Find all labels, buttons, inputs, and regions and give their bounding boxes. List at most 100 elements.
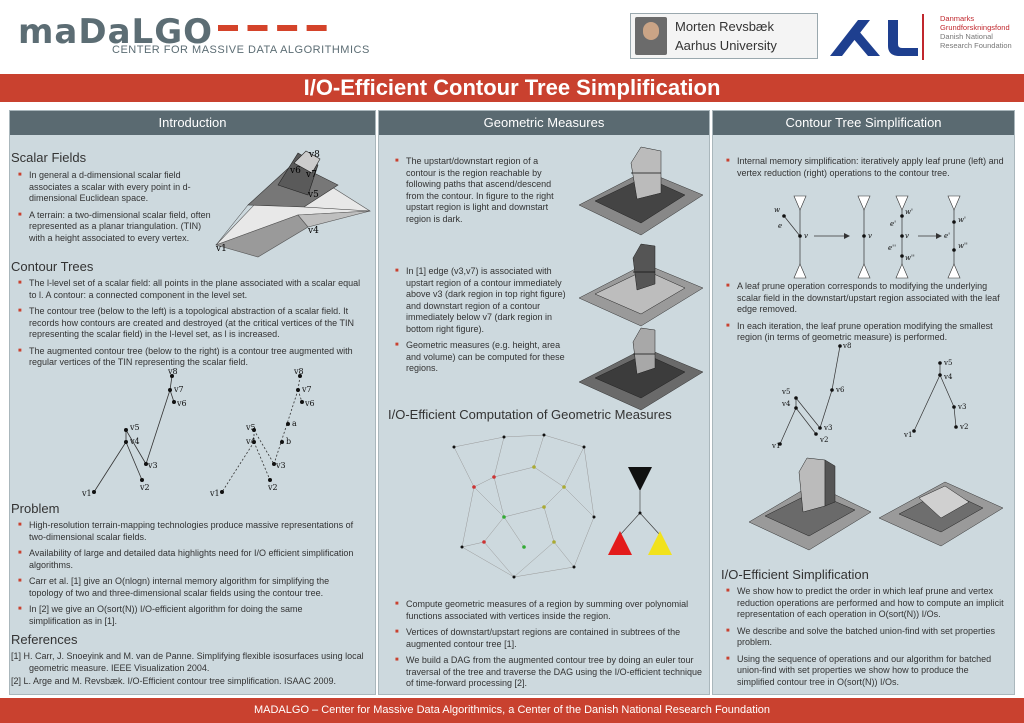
list-item: We build a DAG from the augmented contou… (392, 655, 702, 690)
svg-text:v3: v3 (957, 403, 966, 411)
svg-text:v1: v1 (209, 489, 220, 498)
reference-list: [1] H. Carr, J. Snoeyink and M. van de P… (11, 651, 366, 690)
svg-text:v3: v3 (147, 461, 158, 470)
svg-text:v5: v5 (943, 359, 952, 367)
svg-text:v: v (868, 232, 872, 240)
svg-text:w'': w'' (905, 254, 915, 262)
list-item: Geometric measures (e.g. height, area an… (392, 340, 572, 375)
foundation-logo: Danmarks Grundforskningsfond Danish Nati… (922, 14, 1020, 60)
list-item: A leaf prune operation corresponds to mo… (723, 281, 1008, 316)
svg-text:e': e' (944, 232, 950, 240)
column-header: Contour Tree Simplification (713, 111, 1014, 135)
list-item: The contour tree (below to the left) is … (15, 306, 370, 341)
svg-text:v1: v1 (903, 431, 912, 439)
list-item: A terrain: a two-dimensional scalar fiel… (15, 210, 215, 245)
author-box: Morten Revsbæk Aarhus University (630, 13, 818, 59)
svg-text:v: v (804, 232, 808, 240)
section-heading: I/O-Efficient Computation of Geometric M… (388, 407, 672, 422)
svg-text:e: e (778, 222, 782, 230)
svg-text:v8: v8 (842, 342, 851, 350)
section-heading: I/O-Efficient Simplification (721, 567, 869, 582)
list-item: Internal memory simplification: iterativ… (723, 156, 1008, 179)
poster-header: maDaLGO ▬ ▬ ▬ ▬ CENTER FOR MASSIVE DATA … (0, 0, 1024, 73)
svg-text:v3: v3 (823, 424, 832, 432)
list-item: We describe and solve the batched union-… (723, 626, 1008, 649)
svg-text:v6: v6 (304, 399, 315, 408)
contour-tree-figure: v8 v7 v6 v5 v4 v3 v2 v1 (81, 368, 187, 498)
svg-text:w'': w'' (958, 242, 968, 250)
madalgo-logo: maDaLGO (18, 12, 214, 52)
list-item: The l-level set of a scalar field: all p… (15, 278, 370, 301)
list-item: In [2] we give an O(sort(N)) I/O-efficie… (15, 604, 355, 627)
list-item: High-resolution terrain-mapping technolo… (15, 520, 355, 543)
svg-text:v5: v5 (307, 190, 319, 200)
poster-footer: MADALGO – Center for Massive Data Algori… (0, 698, 1024, 723)
contour-tree-before-figure: v8 v6 v5 v4 v3 v2 v1 (771, 342, 851, 450)
svg-text:v: v (905, 232, 909, 240)
logo-dashes-icon: ▬ ▬ ▬ ▬ (218, 14, 329, 36)
svg-text:v1: v1 (215, 244, 227, 254)
list-item: In general a d-dimensional scalar field … (15, 170, 215, 205)
svg-text:b: b (286, 437, 291, 446)
svg-text:v8: v8 (293, 368, 304, 376)
svg-text:v4: v4 (943, 373, 953, 381)
list-item: We show how to predict the order in whic… (723, 586, 1008, 621)
column-header: Geometric Measures (379, 111, 709, 135)
list-item: In [1] edge (v3,v7) is associated with u… (392, 266, 572, 335)
svg-text:v5: v5 (129, 423, 140, 432)
column-header: Introduction (10, 111, 375, 135)
svg-text:v6: v6 (835, 386, 845, 394)
svg-text:w': w' (905, 208, 913, 216)
logo-subtitle: CENTER FOR MASSIVE DATA ALGORITHMICS (112, 44, 370, 56)
svg-text:v4: v4 (245, 437, 256, 446)
svg-text:e'': e'' (888, 244, 896, 252)
triangle-dag-icon (608, 467, 672, 555)
terrain-dark-upstart-figure (578, 146, 704, 236)
author-photo (635, 17, 667, 55)
terrain-before-simplification-figure (748, 457, 872, 551)
list-item: In each iteration, the leaf prune operat… (723, 321, 1008, 344)
augmented-contour-tree-figure: v8 v7 v6 v5 v4 v3 v2 v1 a b (209, 368, 315, 498)
svg-text:v7: v7 (301, 385, 312, 394)
svg-text:v6: v6 (176, 399, 187, 408)
list-item: The upstart/downstart region of a contou… (392, 156, 564, 225)
list-item: Compute geometric measures of a region b… (392, 599, 702, 622)
dag-figure (452, 433, 596, 579)
list-item: Using the sequence of operations and our… (723, 654, 1008, 689)
reference-item: [1] H. Carr, J. Snoeyink and M. van de P… (11, 651, 364, 673)
svg-text:v6: v6 (289, 166, 301, 176)
svg-text:v4: v4 (307, 226, 319, 236)
svg-text:v5: v5 (245, 423, 256, 432)
svg-text:w': w' (958, 216, 966, 224)
svg-text:v8: v8 (167, 368, 178, 376)
svg-text:v2: v2 (819, 436, 828, 444)
svg-text:v2: v2 (959, 423, 968, 431)
svg-text:v4: v4 (781, 400, 791, 408)
svg-text:v2: v2 (139, 483, 150, 492)
list-item: Availability of large and detailed data … (15, 548, 355, 571)
section-heading: References (11, 632, 78, 647)
svg-text:v5: v5 (781, 388, 790, 396)
poster-title: I/O-Efficient Contour Tree Simplificatio… (0, 74, 1024, 102)
svg-text:v4: v4 (129, 437, 140, 446)
aarhus-university-logo-icon (830, 20, 918, 56)
author-affiliation: Aarhus University (675, 38, 777, 53)
terrain-light-figure (578, 243, 704, 327)
svg-text:v1: v1 (81, 489, 92, 498)
svg-text:w: w (774, 206, 780, 214)
terrain-figure: v8 v7 v6 v5 v4 v1 (215, 150, 371, 258)
svg-text:e': e' (890, 220, 896, 228)
reference-item: [2] L. Arge and M. Revsbæk. I/O-Efficien… (11, 676, 336, 686)
svg-text:v1: v1 (771, 442, 780, 450)
section-heading: Scalar Fields (11, 150, 87, 165)
list-item: Vertices of downstart/upstart regions ar… (392, 627, 702, 650)
leaf-prune-vertex-reduction-figure: w e v v v e' e'' w' w'' e' w' w'' (774, 195, 968, 279)
svg-text:v7: v7 (305, 170, 317, 180)
list-item: The augmented contour tree (below to the… (15, 346, 370, 369)
svg-text:v8: v8 (308, 150, 320, 160)
author-name: Morten Revsbæk (675, 19, 774, 34)
svg-text:v3: v3 (275, 461, 286, 470)
svg-text:v2: v2 (267, 483, 278, 492)
list-item: Carr et al. [1] give an O(nlogn) interna… (15, 576, 355, 599)
contour-tree-after-figure: v5 v4 v3 v2 v1 (903, 359, 968, 439)
